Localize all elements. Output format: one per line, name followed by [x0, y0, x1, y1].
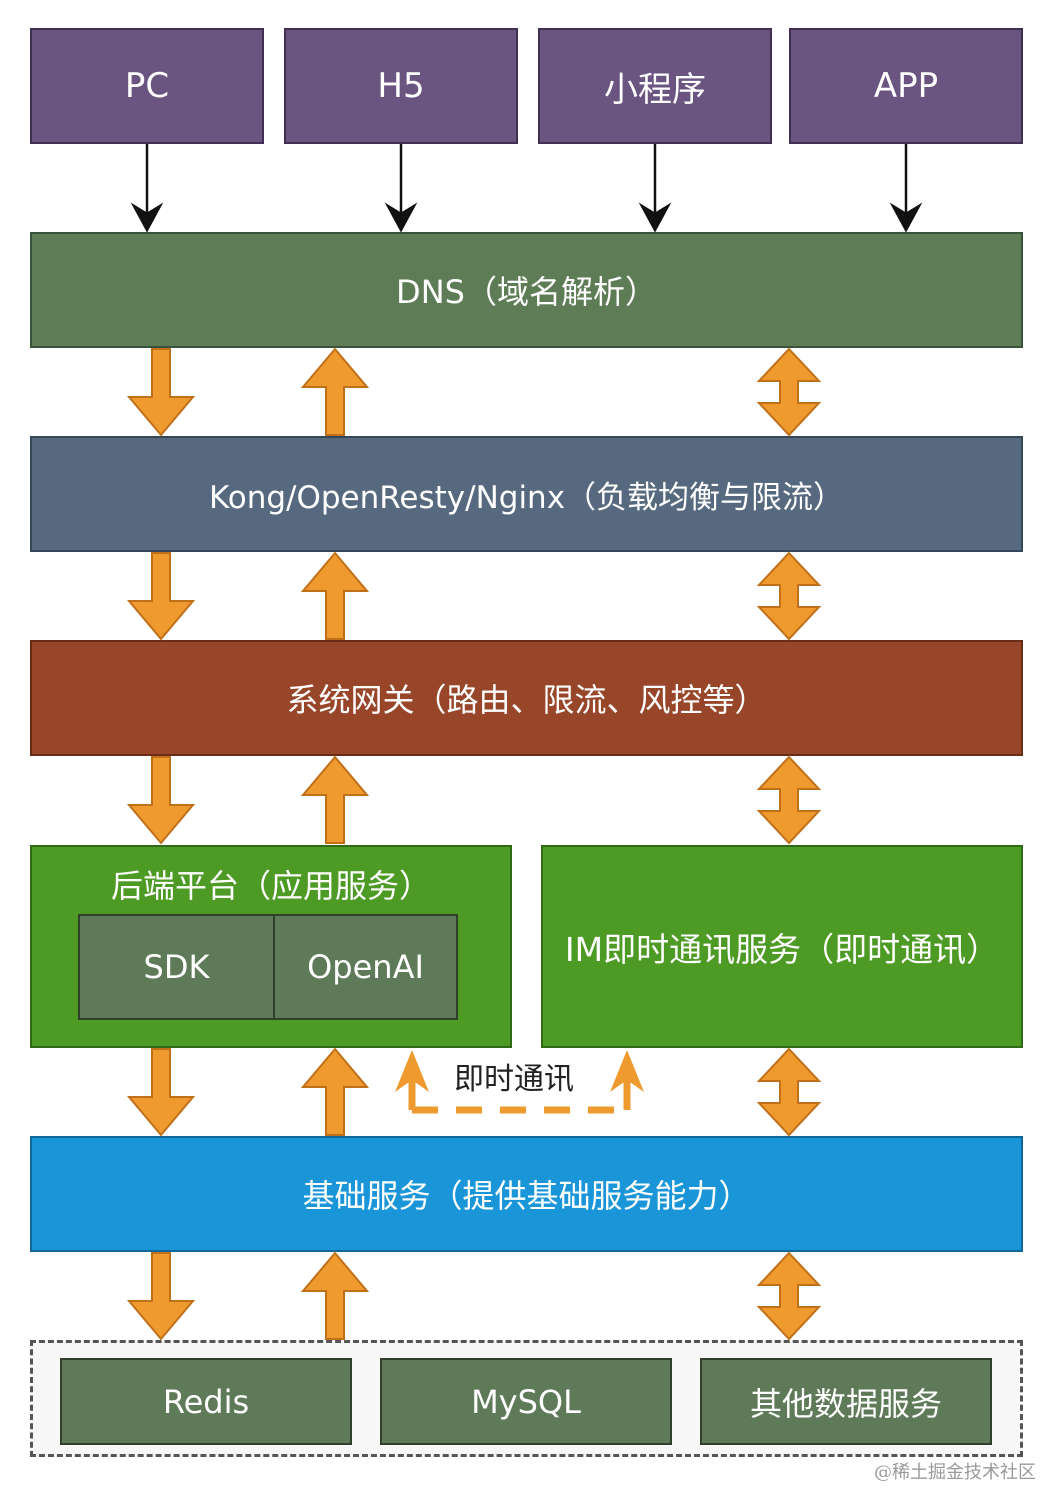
storage-mysql: MySQL	[380, 1358, 672, 1445]
storage-other: 其他数据服务	[700, 1358, 992, 1445]
client-app: APP	[789, 28, 1023, 144]
client-app-label: APP	[873, 66, 939, 106]
im-link-label: 即时通讯	[454, 1062, 574, 1097]
client-h5: H5	[284, 28, 518, 144]
openai-label: OpenAI	[307, 948, 424, 986]
watermark: @稀土掘金技术社区	[874, 1462, 1036, 1483]
kong-layer: Kong/OpenResty/Nginx（负载均衡与限流）	[30, 436, 1023, 552]
kong-label: Kong/OpenResty/Nginx（负载均衡与限流）	[208, 479, 845, 516]
client-h5-label: H5	[377, 66, 425, 106]
sdk-label: SDK	[143, 948, 210, 986]
client-miniprogram: 小程序	[538, 28, 772, 144]
client-arrows	[130, 144, 923, 233]
backend-title: 后端平台（应用服务）	[110, 867, 431, 905]
im-label: IM即时通讯服务（即时通讯）	[564, 929, 1000, 969]
redis-label: Redis	[162, 1382, 250, 1421]
client-pc: PC	[30, 28, 264, 144]
im-service: IM即时通讯服务（即时通讯）	[541, 845, 1023, 1048]
mysql-label: MySQL	[471, 1382, 581, 1421]
client-miniprogram-label: 小程序	[604, 69, 706, 110]
dns-label: DNS（域名解析）	[396, 273, 657, 311]
sdk-component: SDK	[78, 914, 275, 1020]
openai-component: OpenAI	[273, 914, 458, 1020]
gateway-label: 系统网关（路由、限流、风控等）	[286, 681, 767, 719]
im-dashed-link	[395, 1050, 644, 1114]
other-storage-label: 其他数据服务	[749, 1384, 942, 1423]
base-label: 基础服务（提供基础服务能力）	[302, 1177, 751, 1215]
base-services-layer: 基础服务（提供基础服务能力）	[30, 1136, 1023, 1252]
gateway-layer: 系统网关（路由、限流、风控等）	[30, 640, 1023, 756]
storage-redis: Redis	[60, 1358, 352, 1445]
dns-layer: DNS（域名解析）	[30, 232, 1023, 348]
client-pc-label: PC	[124, 66, 170, 106]
